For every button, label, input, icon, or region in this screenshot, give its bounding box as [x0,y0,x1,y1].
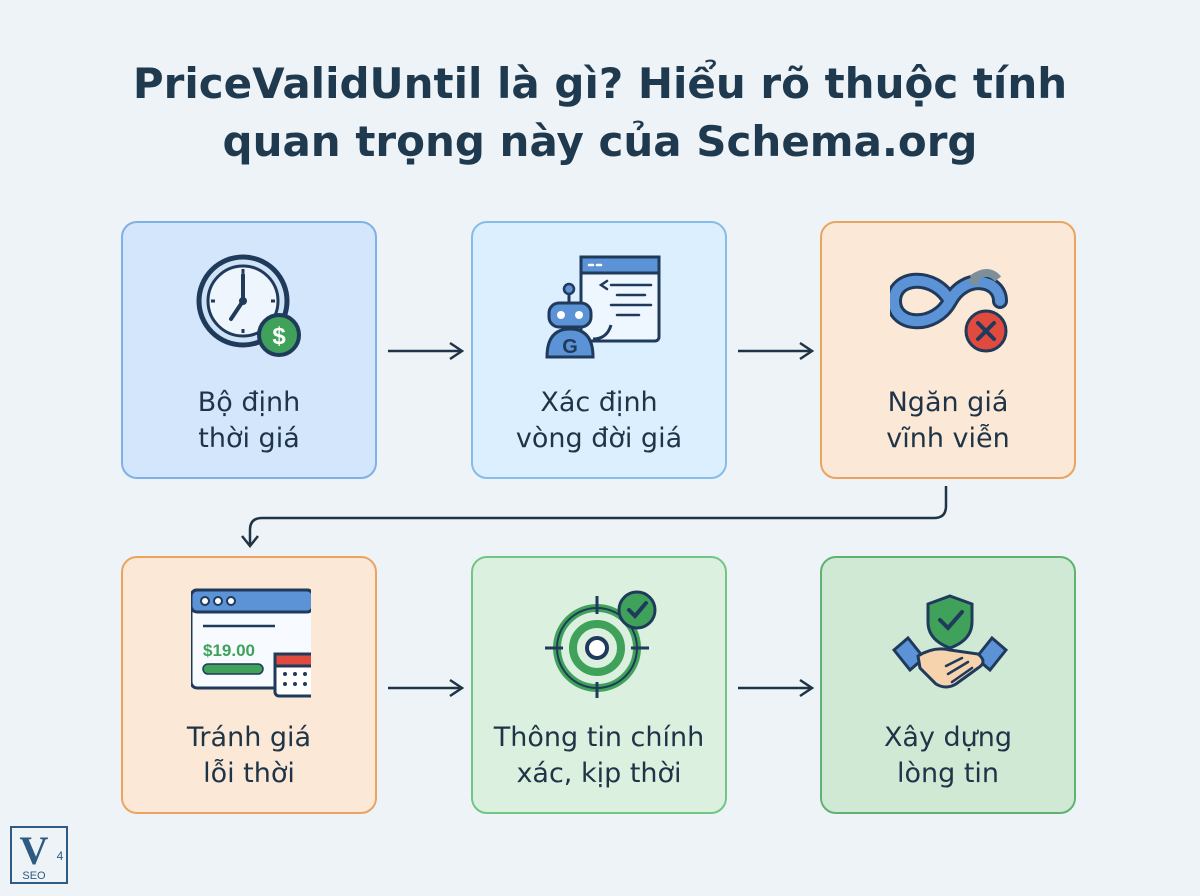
flow-arrow-4 [738,678,815,698]
svg-text:V: V [20,828,49,873]
step-card-prevent-permanent: Ngăn giá vĩnh viễn [820,221,1076,479]
svg-text:$: $ [272,323,286,350]
price-calendar-icon: $19.00 [191,588,311,698]
svg-text:G: G [562,336,578,358]
step-label: Thông tin chính xác, kịp thời [493,722,705,789]
handshake-shield-icon [891,594,1009,689]
step-label: Bộ định thời giá [197,387,301,454]
step-label: Ngăn giá vĩnh viễn [886,387,1010,454]
flow-arrow-1 [388,341,465,361]
flow-arrow-3 [388,678,465,698]
flow-arrow-wrap [241,486,948,549]
svg-text:4: 4 [57,849,64,863]
robot-code-icon: G [545,255,661,359]
target-check-icon [545,590,657,698]
clock-dollar-icon: $ [196,254,301,357]
title-line-2: quan trọng này của Schema.org [222,117,978,166]
step-card-accurate-info: Thông tin chính xác, kịp thời [471,556,727,814]
brand-logo: V 4 SEO [10,826,68,884]
step-card-lifecycle: G Xác định vòng đời giá [471,221,727,479]
step-label: Xây dựng lòng tin [883,722,1013,789]
step-label: Xác định vòng đời giá [515,387,683,454]
step-card-build-trust: Xây dựng lòng tin [820,556,1076,814]
flow-arrow-2 [738,341,815,361]
title-line-1: PriceValidUntil là gì? Hiểu rõ thuộc tín… [132,59,1068,108]
svg-text:SEO: SEO [22,870,46,882]
price-text: $19.00 [203,641,255,660]
step-label: Tránh giá lỗi thời [186,722,312,789]
page-title: PriceValidUntil là gì? Hiểu rõ thuộc tín… [0,55,1200,171]
infinity-stop-icon [890,269,1008,353]
step-card-timer: $ Bộ định thời giá [121,221,377,479]
step-card-avoid-outdated: $19.00 Tránh giá lỗi thời [121,556,377,814]
